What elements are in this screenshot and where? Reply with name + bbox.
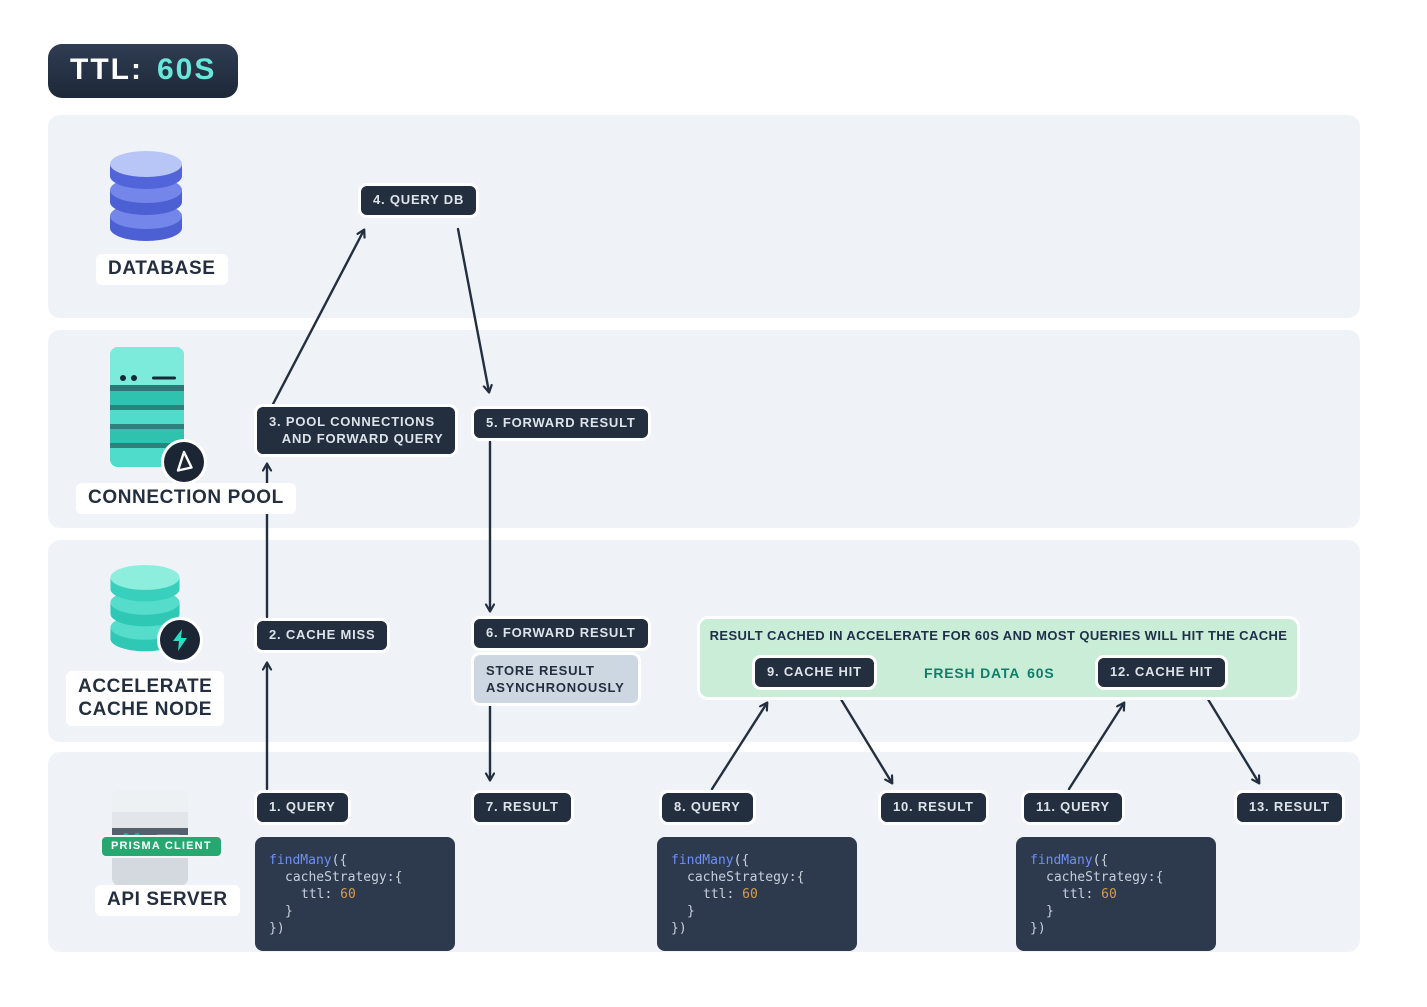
prisma-logo-icon <box>176 450 193 472</box>
ttl-value: 60S <box>156 53 217 86</box>
cache-banner-title: RESULT CACHED IN ACCELERATE FOR 60S AND … <box>709 628 1288 643</box>
step-5-forward-result: 5. FORWARD RESULT <box>474 409 648 438</box>
api-server-label: API SERVER <box>95 885 240 916</box>
step-1-query: 1. QUERY <box>257 793 348 822</box>
ttl-prefix: TTL: <box>70 53 143 86</box>
step-4-query-db: 4. QUERY DB <box>361 186 477 215</box>
code-ttl-value: 60 <box>340 887 356 902</box>
code-fn: findMany <box>269 853 332 868</box>
connection-pool-server-icon <box>110 347 184 472</box>
database-label: DATABASE <box>96 254 228 285</box>
code-ttl-value: 60 <box>1101 887 1117 902</box>
code-block-query-2: findMany({ cacheStrategy:{ ttl: 60 } }) <box>657 837 857 951</box>
step-2-cache-miss: 2. CACHE MISS <box>257 621 388 650</box>
code-block-query-1: findMany({ cacheStrategy:{ ttl: 60 } }) <box>255 837 455 951</box>
store-result-note: STORE RESULT ASYNCHRONOUSLY <box>474 655 638 703</box>
ttl-badge: TTL: 60S <box>48 44 239 98</box>
code-fn: findMany <box>1030 853 1093 868</box>
connection-pool-label: CONNECTION POOL <box>76 483 296 514</box>
step-6-forward-result: 6. FORWARD RESULT <box>474 619 648 648</box>
lightning-icon <box>173 629 187 651</box>
prisma-logo-badge <box>164 442 204 482</box>
code-ttl-value: 60 <box>742 887 758 902</box>
step-3-pool-connections: 3. POOL CONNECTIONS AND FORWARD QUERY <box>257 407 456 454</box>
code-block-query-3: findMany({ cacheStrategy:{ ttl: 60 } }) <box>1016 837 1216 951</box>
code-fn: findMany <box>671 853 734 868</box>
fresh-data-value: 60S <box>1027 665 1055 681</box>
database-lane <box>48 115 1360 318</box>
prisma-client-badge: PRISMA CLIENT <box>102 837 221 856</box>
step-7-result: 7. RESULT <box>474 793 571 822</box>
accelerate-cache-node-label: ACCELERATE CACHE NODE <box>66 671 225 726</box>
step-11-query: 11. QUERY <box>1024 793 1122 822</box>
cache-banner: RESULT CACHED IN ACCELERATE FOR 60S AND … <box>700 619 1297 697</box>
accelerate-cache-icon <box>104 564 186 663</box>
step-10-result: 10. RESULT <box>881 793 986 822</box>
step-9-cache-hit: 9. CACHE HIT <box>755 658 874 687</box>
database-icon <box>104 150 188 253</box>
step-12-cache-hit: 12. CACHE HIT <box>1098 658 1225 687</box>
accelerate-bolt-badge <box>160 620 200 660</box>
step-8-query: 8. QUERY <box>662 793 753 822</box>
step-13-result: 13. RESULT <box>1237 793 1342 822</box>
